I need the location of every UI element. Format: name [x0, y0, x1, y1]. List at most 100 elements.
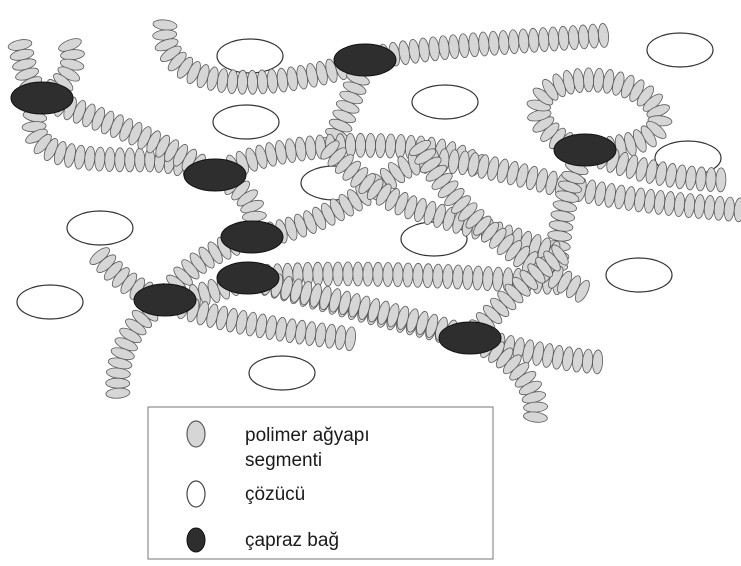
backbone-segment	[323, 262, 333, 286]
backbone-segment	[452, 265, 463, 289]
legend: polimer ağyapı segmenti çözücü çapraz ba…	[148, 407, 493, 559]
backbone-segment	[716, 168, 727, 192]
segment-icon	[187, 421, 205, 447]
backbone-segment	[633, 187, 646, 212]
crosslink-icon	[187, 528, 205, 552]
legend-label-crosslink: çapraz bağ	[245, 530, 339, 551]
backbone-segment	[334, 325, 347, 350]
backbone-segment	[412, 263, 423, 287]
backbone-segment	[432, 264, 443, 288]
backbone-segment	[115, 148, 125, 172]
backbone-segment	[523, 411, 548, 424]
backbone-segment	[314, 322, 327, 347]
backbone-segment	[723, 197, 735, 222]
backbone-segment	[104, 147, 115, 171]
backbone-segment	[383, 262, 394, 286]
backbone-segment	[418, 37, 431, 62]
backbone-segment	[558, 26, 570, 51]
backbone-segment	[313, 262, 323, 286]
backbone-segment	[488, 31, 500, 56]
crosslink-node	[217, 262, 279, 294]
backbone-segment	[568, 25, 580, 50]
backbone-segment	[333, 262, 343, 286]
backbone-segment	[462, 265, 473, 289]
backbone-segment	[324, 324, 337, 349]
backbone-segment	[153, 19, 178, 32]
backbone-segment	[592, 350, 603, 375]
backbone-segment	[125, 148, 135, 172]
backbone-segment	[598, 23, 610, 48]
backbone-segment	[422, 264, 433, 288]
crosslink-node	[134, 284, 196, 316]
backbone-segment	[458, 33, 470, 58]
solvent-molecule	[17, 285, 83, 319]
backbone-segment	[106, 378, 130, 389]
backbone-segment	[94, 147, 105, 172]
crosslink-node	[11, 82, 73, 114]
backbone-segment	[733, 198, 741, 223]
backbone-segment	[345, 133, 356, 157]
backbone-segment	[548, 27, 560, 52]
backbone-segment	[355, 133, 365, 157]
backbone-segment	[683, 193, 695, 218]
backbone-segment	[593, 68, 605, 93]
backbone-segment	[403, 263, 414, 287]
backbone-segment	[528, 28, 540, 53]
backbone-segment	[492, 267, 503, 292]
solvent-molecule	[67, 211, 133, 245]
backbone-segment	[498, 30, 510, 55]
legend-label-solvent: çözücü	[245, 484, 305, 505]
backbone-segment	[343, 262, 353, 286]
crosslink-node	[439, 322, 501, 354]
backbone-segment	[106, 387, 131, 399]
solvent-molecule	[647, 33, 713, 67]
solvent-molecule	[217, 39, 283, 73]
backbone-segment	[385, 134, 396, 158]
backbone-segment	[653, 190, 666, 215]
backbone-segment	[266, 69, 278, 94]
backbone-segment	[375, 133, 386, 157]
backbone-segment	[478, 32, 490, 57]
legend-label-segment-line2: segmenti	[245, 450, 322, 471]
backbone-segment	[588, 24, 600, 49]
backbone-segment	[538, 27, 550, 52]
backbone-segment	[393, 263, 404, 287]
backbone-segment	[135, 148, 145, 172]
backbone-segment	[703, 195, 715, 220]
backbone-segment	[304, 321, 317, 346]
backbone-segment	[583, 68, 593, 92]
backbone-segment	[442, 264, 453, 288]
crosslink-node	[184, 159, 246, 191]
crosslink-node	[221, 221, 283, 253]
backbone-segment	[472, 266, 483, 291]
backbone-segment	[344, 326, 357, 351]
backbone-segment	[693, 194, 705, 219]
backbone-segment	[713, 196, 725, 221]
solvent-molecule	[249, 356, 315, 390]
backbone-segment	[663, 191, 676, 216]
backbone-segment	[673, 192, 685, 217]
backbone-segment	[257, 70, 268, 95]
crosslink-node	[554, 134, 616, 166]
backbone-segment	[518, 29, 530, 54]
backbone-segment	[438, 35, 450, 60]
solvent-molecule	[606, 258, 672, 292]
backbone-segment	[582, 349, 594, 374]
backbone-segment	[247, 70, 258, 94]
backbone-segment	[353, 262, 363, 286]
solvent-icon	[187, 481, 205, 507]
backbone-segment	[395, 134, 406, 159]
backbone-segment	[363, 262, 373, 286]
backbone-segment	[448, 34, 460, 59]
solvent-molecule	[412, 85, 478, 119]
backbone-segment	[237, 70, 248, 94]
backbone-segment	[643, 189, 656, 214]
backbone-segment	[578, 25, 590, 50]
polymer-chain	[357, 23, 609, 73]
crosslink-node	[334, 44, 396, 76]
backbone-segment	[276, 68, 289, 93]
backbone-segment	[373, 262, 383, 286]
backbone-segment	[571, 348, 584, 373]
backbone-segment	[227, 69, 239, 94]
